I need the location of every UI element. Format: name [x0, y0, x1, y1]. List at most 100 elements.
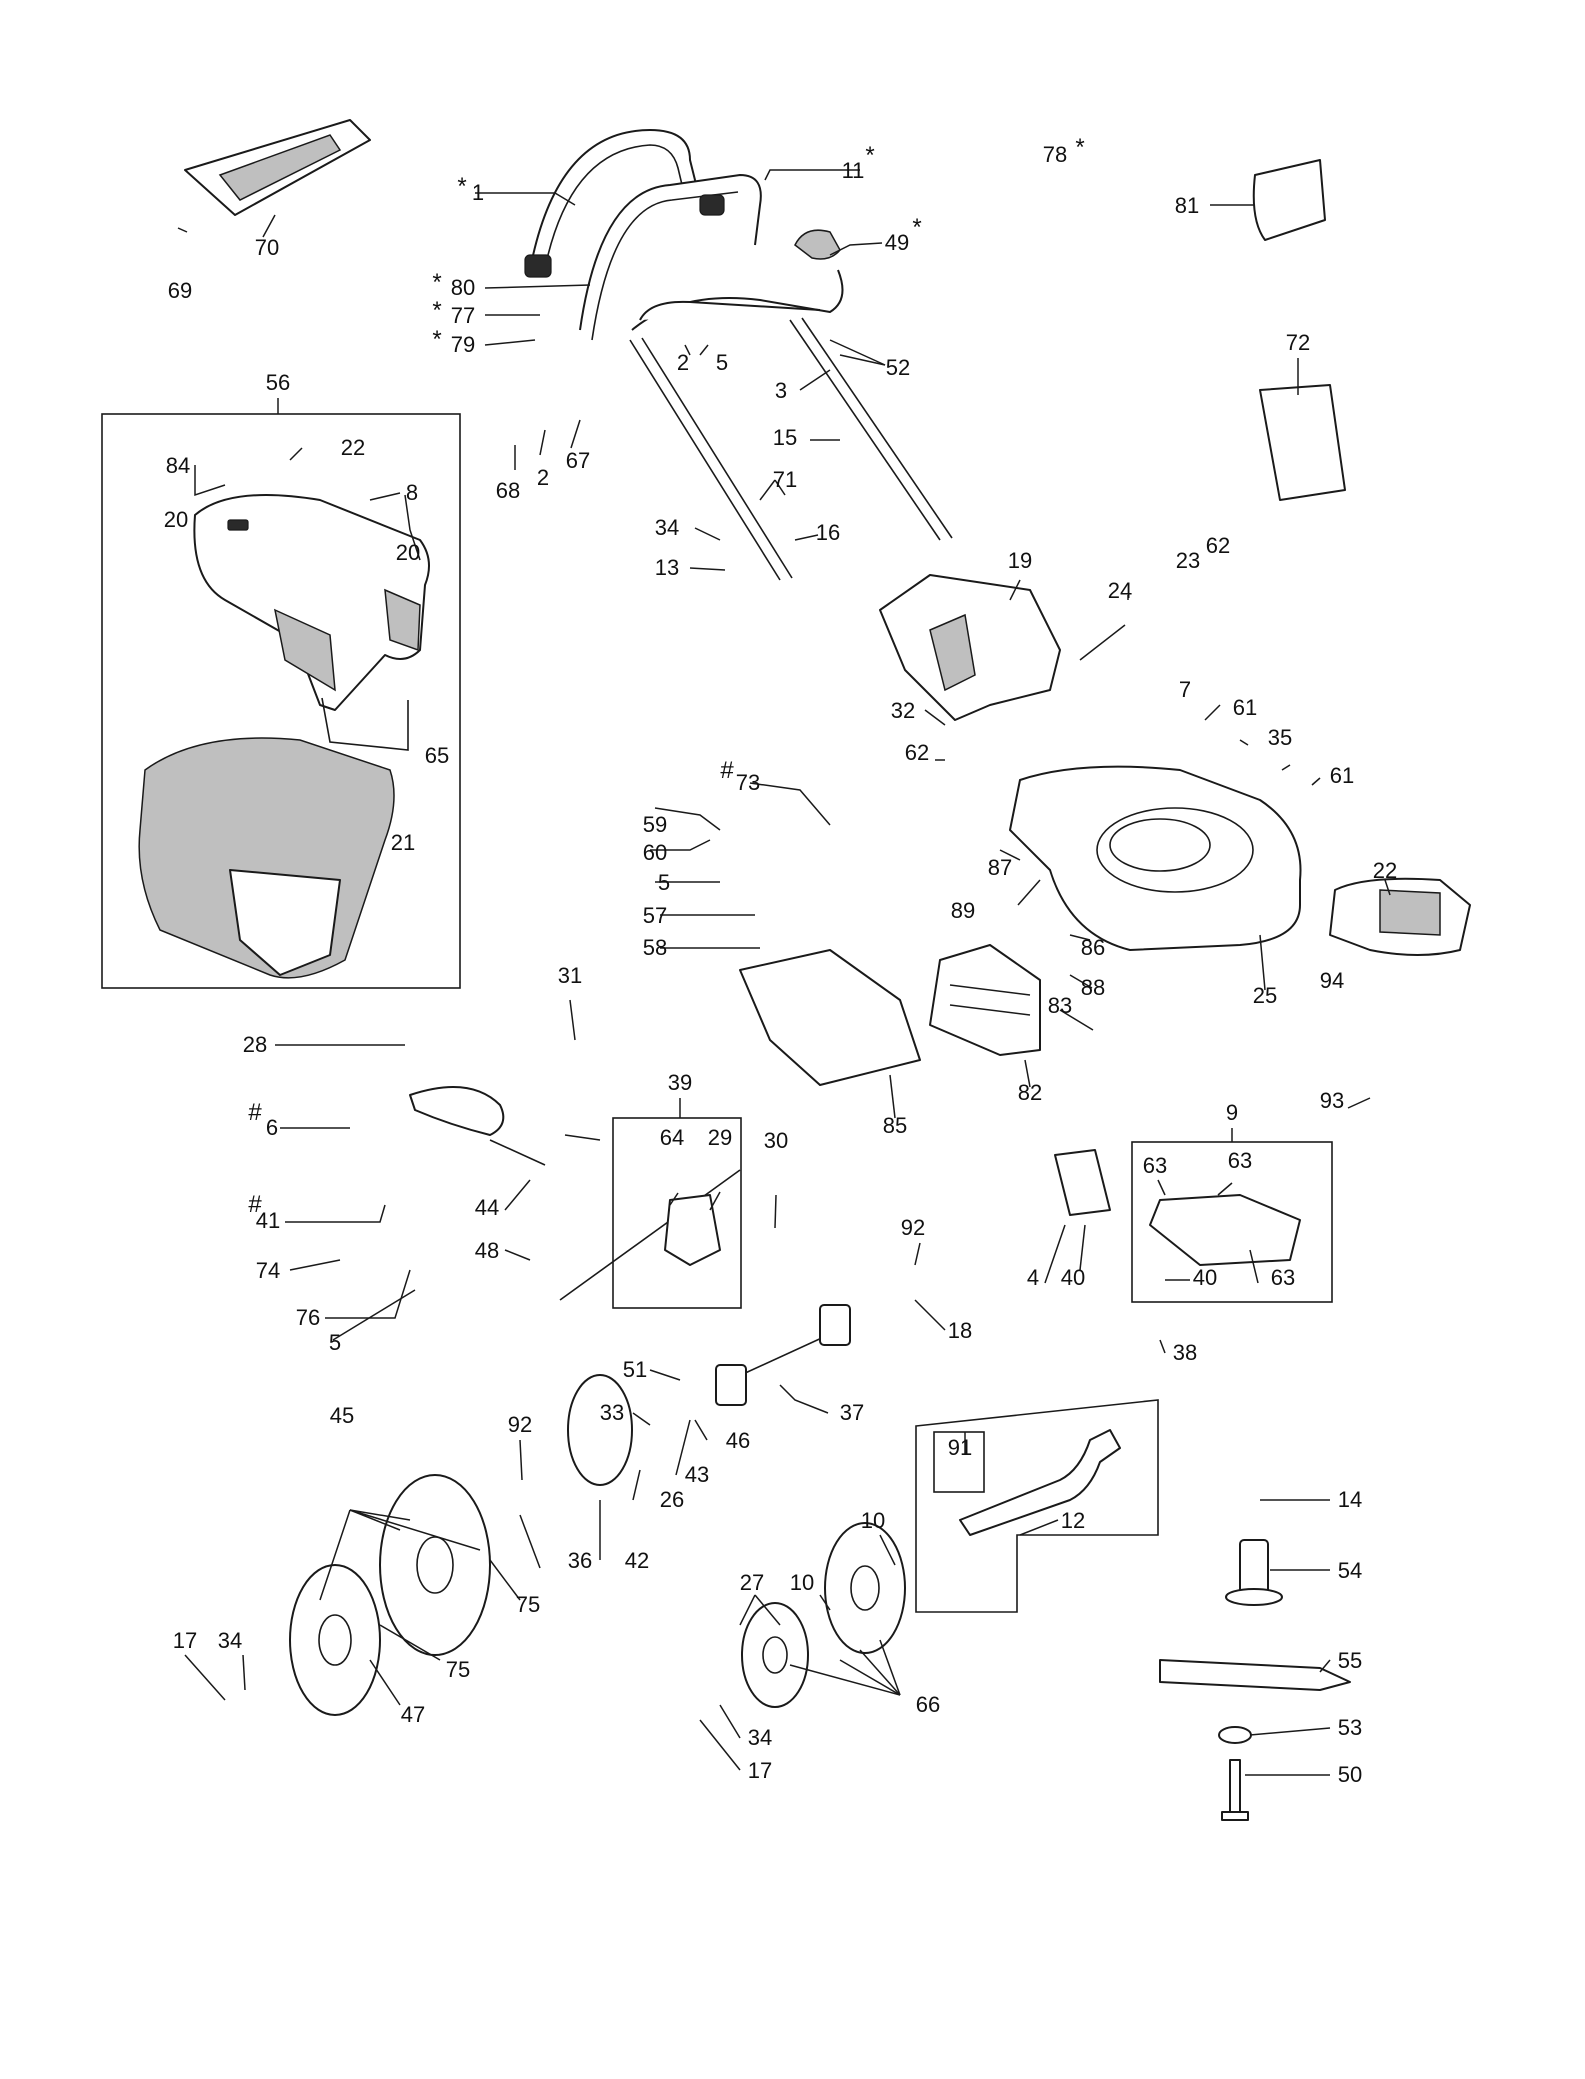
callout-17: 17	[748, 1758, 772, 1783]
front-wheel-hub	[741, 1602, 809, 1708]
hash-mark: #	[248, 1099, 262, 1126]
callout-34: 34	[655, 515, 679, 540]
hash-mark: #	[248, 1191, 262, 1218]
grass-bag	[138, 737, 395, 979]
callout-27: 27	[740, 1570, 764, 1595]
mower-deck	[1009, 765, 1302, 951]
callout-75: 75	[446, 1657, 470, 1682]
callout-83: 83	[1048, 993, 1072, 1018]
callout-40: 40	[1061, 1265, 1085, 1290]
callout-84: 84	[166, 453, 190, 478]
callout-5: 5	[658, 870, 670, 895]
callout-61: 61	[1233, 695, 1257, 720]
callout-87: 87	[988, 855, 1012, 880]
grass-bag-group-box	[101, 413, 461, 989]
callout-5: 5	[716, 350, 728, 375]
callout-66: 66	[916, 1692, 940, 1717]
callout-19: 19	[1008, 548, 1032, 573]
callout-67: 67	[566, 448, 590, 473]
asterisk-mark: *	[457, 173, 466, 200]
callout-3: 3	[775, 378, 787, 403]
callout-68: 68	[496, 478, 520, 503]
motor-cover	[879, 574, 1061, 721]
grass-bag-frame	[321, 697, 409, 751]
callout-50: 50	[1338, 1762, 1362, 1787]
asterisk-mark: *	[432, 297, 441, 324]
drive-gearbox	[559, 1169, 741, 1301]
side-discharge-chute	[184, 119, 371, 216]
rear-wheel-left	[379, 1474, 491, 1656]
asterisk-mark: *	[1075, 134, 1084, 161]
wheel-cover	[567, 1374, 633, 1486]
callout-75: 75	[516, 1592, 540, 1617]
callout-64: 64	[660, 1125, 684, 1150]
asterisk-mark: *	[865, 142, 874, 169]
callout-17: 17	[173, 1628, 197, 1653]
asterisk-mark: *	[912, 214, 921, 241]
callout-22: 22	[341, 435, 365, 460]
height-adjust-lever	[959, 1429, 1121, 1536]
callout-77: 77	[451, 303, 475, 328]
asterisk-mark: *	[432, 326, 441, 353]
callout-46: 46	[726, 1428, 750, 1453]
callout-9: 9	[1226, 1100, 1238, 1125]
height-adjust-group-box	[915, 1399, 1159, 1613]
callout-14: 14	[1338, 1487, 1362, 1512]
callout-52: 52	[886, 355, 910, 380]
callout-24: 24	[1108, 578, 1132, 603]
callout-92: 92	[901, 1215, 925, 1240]
callout-88: 88	[1081, 975, 1105, 1000]
blade-adapter	[1225, 1539, 1283, 1606]
callout-35: 35	[1268, 725, 1292, 750]
callout-6: 6	[266, 1115, 278, 1140]
filter-insert	[1252, 159, 1326, 241]
callout-5: 5	[329, 1330, 341, 1355]
callout-54: 54	[1338, 1558, 1362, 1583]
callout-92: 92	[508, 1412, 532, 1437]
drive-gear-group-box	[612, 1117, 742, 1309]
callout-41: 41	[256, 1208, 280, 1233]
callout-16: 16	[816, 520, 840, 545]
mulch-plug	[1149, 1194, 1301, 1266]
callout-33: 33	[600, 1400, 624, 1425]
callout-2: 2	[537, 465, 549, 490]
callout-91: 91	[948, 1435, 972, 1460]
rear-guard	[929, 944, 1041, 1056]
callout-42: 42	[625, 1548, 649, 1573]
callout-40: 40	[1193, 1265, 1217, 1290]
mulch-wedge	[1054, 1149, 1111, 1216]
hash-mark: #	[720, 757, 734, 784]
engine-seal-plate	[1259, 384, 1346, 501]
callout-94: 94	[1320, 968, 1344, 993]
front-wheel	[824, 1522, 906, 1654]
asterisk-mark: *	[432, 269, 441, 296]
callout-20: 20	[164, 507, 188, 532]
callout-89: 89	[951, 898, 975, 923]
callout-62: 62	[1206, 533, 1230, 558]
callout-21: 21	[391, 830, 415, 855]
callout-4: 4	[1027, 1265, 1039, 1290]
callout-60: 60	[643, 840, 667, 865]
front-axle	[715, 1304, 851, 1406]
rear-flap	[739, 949, 921, 1086]
callout-43: 43	[685, 1462, 709, 1487]
adjuster-kit-box	[933, 1431, 985, 1493]
callout-72: 72	[1286, 330, 1310, 355]
callout-69: 69	[168, 278, 192, 303]
callout-82: 82	[1018, 1080, 1042, 1105]
callout-23: 23	[1176, 548, 1200, 573]
callout-13: 13	[655, 555, 679, 580]
callout-93: 93	[1320, 1088, 1344, 1113]
callout-55: 55	[1338, 1648, 1362, 1673]
callout-81: 81	[1175, 193, 1199, 218]
callout-79: 79	[451, 332, 475, 357]
front-cover	[1329, 877, 1471, 956]
rear-wheel-hub-left	[289, 1564, 381, 1716]
callout-80: 80	[451, 275, 475, 300]
grass-bag-cover	[193, 494, 430, 711]
callout-86: 86	[1081, 935, 1105, 960]
callout-36: 36	[568, 1548, 592, 1573]
blade-washer	[1218, 1726, 1252, 1744]
callout-30: 30	[764, 1128, 788, 1153]
